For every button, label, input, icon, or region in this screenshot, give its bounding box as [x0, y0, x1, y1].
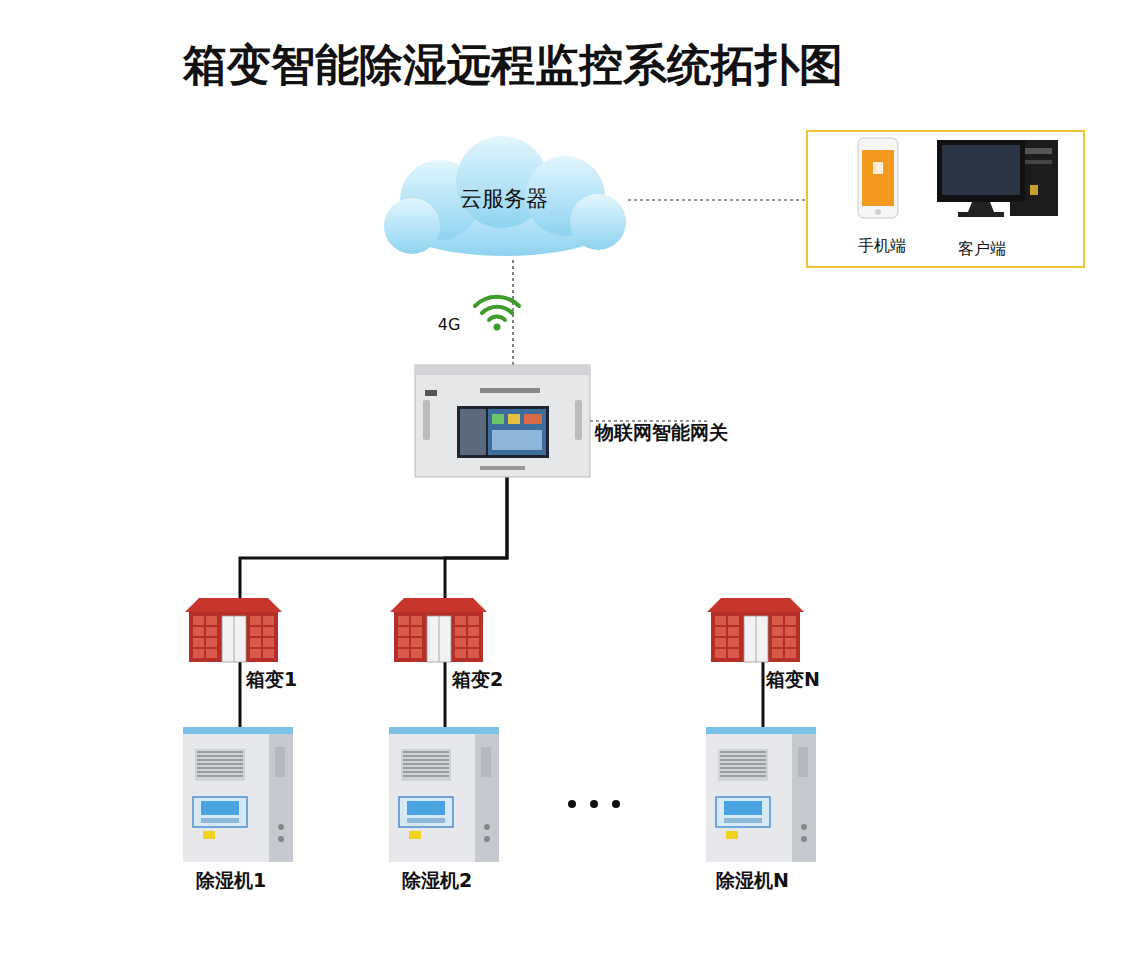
gateway-device: [415, 365, 590, 477]
node-label: 箱变2: [452, 668, 503, 691]
substation-box: 箱变1: [185, 598, 282, 662]
wire-link: [444, 662, 447, 727]
client-panel: 手机端 客户端: [806, 130, 1085, 268]
node-label: 除湿机1: [196, 869, 266, 892]
dashed-link: [628, 199, 806, 200]
diagram-title: 箱变智能除湿远程监控系统拓扑图: [183, 36, 843, 95]
node-label: 箱变1: [246, 668, 297, 691]
node-label: 箱变N: [766, 668, 820, 691]
link-label: 4G: [436, 315, 463, 334]
wifi-icon: [475, 297, 519, 320]
wire-link: [240, 477, 507, 598]
wire-link: [762, 662, 765, 727]
substation-box: 箱变2: [390, 598, 488, 662]
node-label: 云服务器: [380, 186, 628, 212]
node-label: 客户端: [958, 239, 1006, 258]
wire-link: [239, 662, 242, 727]
dehumidifier-box: 除湿机1: [183, 727, 293, 862]
substation-icon: [390, 598, 487, 662]
phone-icon: [858, 138, 898, 218]
substation-icon: [185, 598, 282, 662]
wire-link: [445, 477, 507, 598]
node-label: 手机端: [858, 236, 906, 255]
dehumidifier-icon: [389, 727, 499, 862]
node-label: 物联网智能网关: [595, 421, 728, 444]
cloud-server: 云服务器: [380, 140, 628, 260]
dehumidifier-icon: [706, 727, 816, 862]
dehumidifier-box: 除湿机2: [389, 727, 499, 862]
substation-box: 箱变N: [707, 598, 805, 662]
dehumidifier-box: 除湿机N: [706, 727, 816, 862]
dehumidifier-icon: [183, 727, 293, 862]
substation-icon: [707, 598, 804, 662]
gateway-box: 物联网智能网关: [415, 365, 590, 477]
ellipsis-dots: [568, 800, 620, 808]
pc-icon: [937, 140, 1058, 217]
node-label: 除湿机2: [402, 869, 472, 892]
node-label: 除湿机N: [716, 869, 789, 892]
